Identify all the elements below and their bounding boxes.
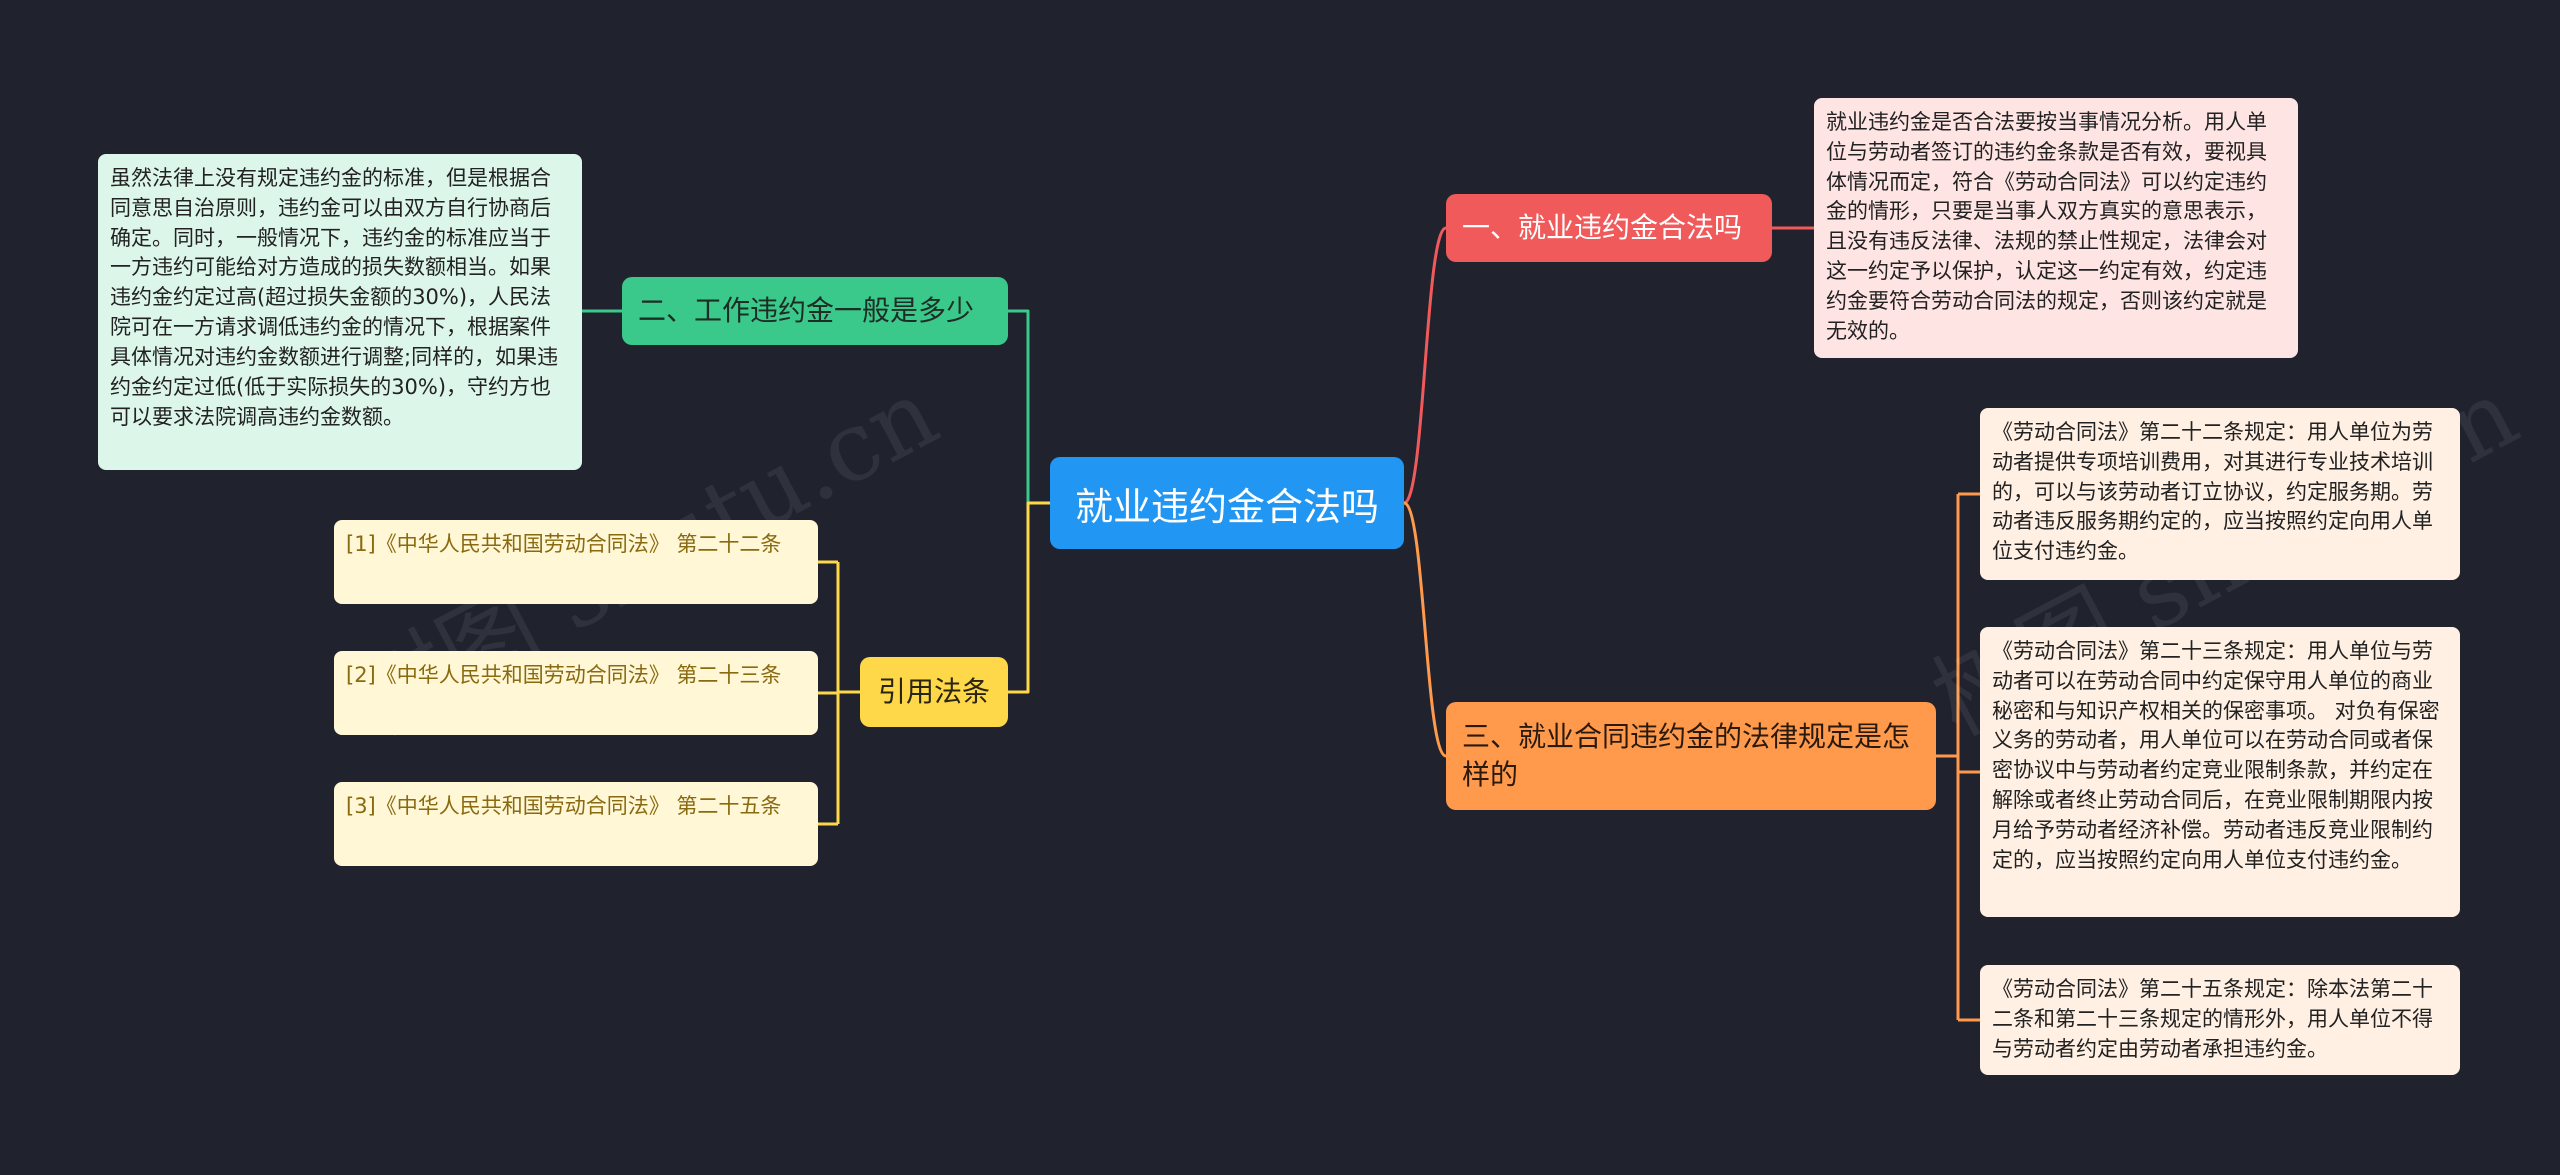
connector-branch4-leaves	[818, 560, 860, 826]
root-node[interactable]: 就业违约金合法吗	[1050, 457, 1404, 549]
connector-branch3-leaves	[1936, 492, 1980, 1022]
branch-legal-provisions[interactable]: 三、就业合同违约金的法律规定是怎样的	[1446, 702, 1936, 810]
connector-root-branch2	[1008, 309, 1050, 505]
connector-root-branch4	[1008, 501, 1050, 694]
leaf-article-23: 《劳动合同法》第二十三条规定：用人单位与劳动者可以在劳动合同中约定保守用人单位的…	[1980, 627, 2460, 917]
leaf-citation-3: [3]《中华人民共和国劳动合同法》 第二十五条	[334, 782, 818, 866]
branch-citations[interactable]: 引用法条	[860, 657, 1008, 727]
connector-root-branch3	[1403, 501, 1447, 758]
leaf-citation-1: [1]《中华人民共和国劳动合同法》 第二十二条	[334, 520, 818, 604]
branch-legality[interactable]: 一、就业违约金合法吗	[1446, 194, 1772, 262]
leaf-legality-explanation: 就业违约金是否合法要按当事情况分析。用人单位与劳动者签订的违约金条款是否有效，要…	[1814, 98, 2298, 358]
branch-amount[interactable]: 二、工作违约金一般是多少	[622, 277, 1008, 345]
leaf-article-22: 《劳动合同法》第二十二条规定：用人单位为劳动者提供专项培训费用，对其进行专业技术…	[1980, 408, 2460, 580]
leaf-citation-2: [2]《中华人民共和国劳动合同法》 第二十三条	[334, 651, 818, 735]
leaf-amount-explanation: 虽然法律上没有规定违约金的标准，但是根据合同意思自治原则，违约金可以由双方自行协…	[98, 154, 582, 470]
leaf-article-25: 《劳动合同法》第二十五条规定：除本法第二十二条和第二十三条规定的情形外，用人单位…	[1980, 965, 2460, 1075]
connector-root-branch1	[1403, 226, 1447, 505]
